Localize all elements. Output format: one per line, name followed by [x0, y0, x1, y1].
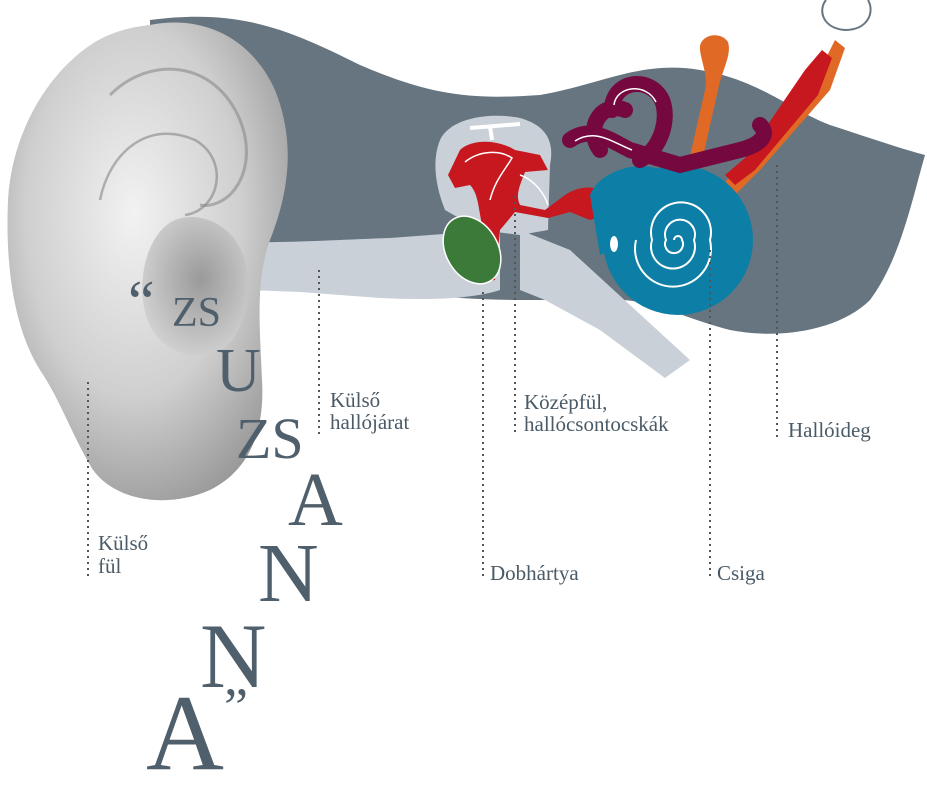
label-kulso-ful-line2: fül: [98, 556, 121, 577]
label-kozepful-line1: Középfül,: [524, 392, 607, 413]
ring-outline: [822, 0, 870, 30]
label-halloideg: Hallóideg: [788, 420, 871, 441]
letter-n-1: N: [258, 532, 319, 616]
label-hallojarat-line1: Külső: [330, 390, 380, 411]
open-quote: “: [128, 272, 155, 332]
close-quote: ”: [224, 680, 248, 734]
label-kozepful-line2: hallócsontocskák: [524, 414, 669, 435]
letter-u: U: [216, 340, 261, 402]
letter-a-2: A: [146, 680, 224, 788]
oval-window: [610, 236, 618, 252]
label-hallojarat-line2: hallójárat: [330, 412, 409, 433]
label-kulso-ful-line1: Külső: [98, 533, 148, 554]
letter-zs-1: ZS: [172, 292, 221, 334]
label-dobhartya: Dobhártya: [490, 563, 579, 584]
label-csiga: Csiga: [717, 563, 765, 584]
